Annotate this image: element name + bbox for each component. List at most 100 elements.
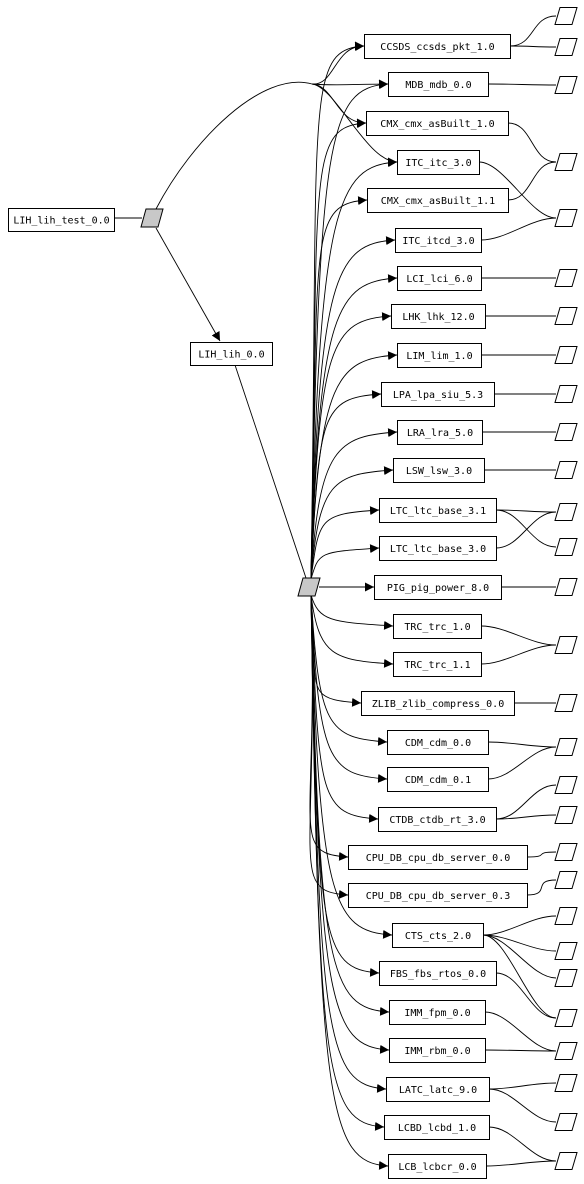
output-parallelogram-25 — [554, 1009, 578, 1027]
package-node-ltc31-box — [379, 498, 497, 523]
edge-lcbd-out — [488, 1126, 557, 1162]
edge-trc11-out — [480, 644, 557, 665]
package-node-lra-label: LRA_lra_5.0 — [407, 428, 473, 439]
edge-itc-out — [478, 161, 557, 219]
package-node-lcbd-label: LCBD_lcbd_1.0 — [398, 1123, 476, 1134]
edge-hubA-itc — [311, 83, 398, 167]
package-node-imm_rbm-label: IMM_rbm_0.0 — [404, 1046, 470, 1057]
package-node-lim-box — [397, 343, 482, 368]
package-node-ltc30: LTC_ltc_base_3.0 — [379, 536, 497, 561]
package-node-fbs: FBS_fbs_rtos_0.0 — [379, 961, 497, 986]
output-parallelogram-2 — [554, 38, 578, 56]
package-node-cmx10-box — [366, 111, 509, 136]
edge-hubB-fbs — [310, 594, 380, 977]
package-node-ctdb-box — [378, 807, 497, 832]
output-parallelogram-1 — [554, 7, 578, 25]
output-parallelogram-15 — [554, 636, 578, 654]
package-node-trc10: TRC_trc_1.0 — [393, 614, 482, 639]
lih-package-node-box — [190, 342, 273, 366]
edge-hubB-cmx11 — [310, 196, 368, 580]
package-node-zlib: ZLIB_zlib_compress_0.0 — [361, 691, 515, 716]
package-node-trc10-box — [393, 614, 482, 639]
package-node-cts-box — [392, 923, 484, 948]
edge-lcb-out — [485, 1160, 557, 1167]
output-parallelogram-13 — [554, 538, 578, 556]
edge-ltc30-out — [495, 511, 557, 549]
package-node-lra-box — [397, 420, 483, 445]
edge-latc-out — [488, 1088, 557, 1123]
output-parallelogram-14 — [554, 578, 578, 596]
edge-cts-out — [482, 915, 557, 936]
output-parallelogram-6 — [554, 269, 578, 287]
edge-hubB-cdm01 — [310, 594, 388, 783]
edge-hubB-lhk — [310, 312, 392, 580]
package-node-lcbd-box — [384, 1115, 490, 1140]
edge-imm_fpm-out — [484, 1011, 557, 1052]
edge-hubB-zlib — [310, 594, 362, 707]
package-node-cmx11: CMX_cmx_asBuilt_1.1 — [367, 188, 509, 213]
package-node-zlib-label: ZLIB_zlib_compress_0.0 — [372, 699, 504, 710]
output-parallelogram-28 — [554, 1113, 578, 1131]
edge-hubB-lcb — [310, 594, 389, 1170]
package-node-itc-label: ITC_itc_3.0 — [405, 158, 471, 169]
edge-hubB-ltc31 — [310, 506, 380, 580]
output-parallelogram-16 — [554, 694, 578, 712]
package-node-cpudb03: CPU_DB_cpu_db_server_0.3 — [348, 883, 528, 908]
package-node-ctdb: CTDB_ctdb_rt_3.0 — [378, 807, 497, 832]
package-node-itcd-box — [395, 228, 482, 253]
package-node-itc-box — [397, 150, 480, 175]
package-node-imm_rbm-box — [389, 1038, 486, 1063]
package-node-itcd-label: ITC_itcd_3.0 — [402, 236, 474, 247]
package-node-lpa: LPA_lpa_siu_5.3 — [381, 382, 495, 407]
edge-latc-out — [488, 1082, 557, 1090]
output-parallelogram-18 — [554, 776, 578, 794]
package-node-imm_fpm-box — [389, 1000, 486, 1025]
package-node-cpudb00-label: CPU_DB_cpu_db_server_0.0 — [366, 853, 511, 864]
package-node-ltc30-box — [379, 536, 497, 561]
package-node-lpa-label: LPA_lpa_siu_5.3 — [393, 390, 483, 401]
package-node-cmx11-box — [367, 188, 509, 213]
package-node-trc11-box — [393, 652, 482, 677]
edge-hubA-ccsds — [311, 41, 365, 85]
package-node-cpudb00: CPU_DB_cpu_db_server_0.0 — [348, 845, 528, 870]
package-node-latc-box — [386, 1077, 490, 1102]
edge-hubB-latc — [310, 594, 387, 1093]
edge-ccsds-out — [509, 45, 557, 48]
package-node-fbs-box — [379, 961, 497, 986]
edge-hubB-lsw — [310, 466, 394, 580]
edge-hubB-trc11 — [310, 594, 394, 668]
package-node-ccsds-label: CCSDS_ccsds_pkt_1.0 — [380, 42, 494, 53]
package-node-latc-label: LATC_latc_9.0 — [399, 1085, 477, 1096]
package-node-cmx11-label: CMX_cmx_asBuilt_1.1 — [381, 196, 495, 207]
edge-hubB-ctdb — [310, 594, 379, 823]
edge-cts-out — [482, 934, 557, 1019]
package-node-ltc31: LTC_ltc_base_3.1 — [379, 498, 497, 523]
edge-cmx10-out — [507, 122, 557, 163]
edge-trc10-out — [480, 625, 557, 646]
root-package-node: LIH_lih_test_0.0 — [8, 208, 115, 232]
package-node-cts: CTS_cts_2.0 — [392, 923, 484, 948]
package-node-itcd: ITC_itcd_3.0 — [395, 228, 482, 253]
output-parallelogram-27 — [554, 1074, 578, 1092]
output-parallelogram-9 — [554, 385, 578, 403]
output-parallelogram-22 — [554, 907, 578, 925]
package-node-latc: LATC_latc_9.0 — [386, 1077, 490, 1102]
output-parallelogram-8 — [554, 346, 578, 364]
edge-hubA-cmx10 — [311, 83, 367, 128]
package-node-lhk-label: LHK_lhk_12.0 — [402, 312, 474, 323]
package-node-ctdb-label: CTDB_ctdb_rt_3.0 — [389, 815, 485, 826]
package-node-pig-box — [374, 575, 502, 600]
edge-hubA-mdb — [311, 79, 389, 89]
edge-hub-lih — [155, 227, 221, 342]
package-node-lci: LCI_lci_6.0 — [397, 266, 482, 291]
edge-lih-hubB — [234, 364, 307, 579]
edge-cpudb03-out — [526, 879, 557, 896]
package-node-pig-label: PIG_pig_power_8.0 — [387, 583, 489, 594]
edge-mdb-out — [487, 83, 557, 86]
output-parallelogram-3 — [554, 76, 578, 94]
edge-cdm00-out — [487, 741, 557, 748]
output-parallelogram-12 — [554, 503, 578, 521]
package-node-cpudb03-label: CPU_DB_cpu_db_server_0.3 — [366, 891, 511, 902]
edge-hubB-ltc30 — [310, 544, 380, 580]
package-node-cdm00-box — [387, 730, 489, 755]
